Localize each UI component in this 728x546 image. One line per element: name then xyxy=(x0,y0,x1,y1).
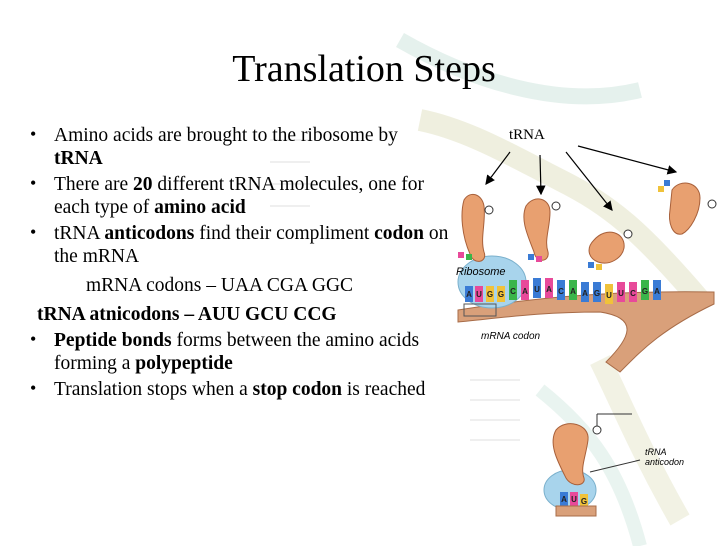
bullet-bold: tRNA xyxy=(54,148,103,169)
mrna-codon-label: mRNA codon xyxy=(481,331,541,342)
trna-molecule xyxy=(461,182,701,264)
codon-letter: U xyxy=(606,291,612,300)
bullet-glyph: • xyxy=(30,222,37,242)
bullet-item-20-trna: • There are 20 different tRNA molecules,… xyxy=(30,173,450,219)
codon-letter: G xyxy=(487,290,493,299)
lower-codon-pegs xyxy=(560,492,588,508)
codon-pegs xyxy=(465,278,661,304)
bullet-text: find their compliment xyxy=(194,223,375,244)
mrna-codon-box xyxy=(463,303,497,317)
trna-anticodons-line: tRNA atnicodons – AUU GCU CCG xyxy=(37,304,337,325)
bullet-glyph: • xyxy=(30,378,37,398)
bullet-text: forms between the amino acids forming a xyxy=(54,330,420,374)
codon-letter: C xyxy=(558,287,564,296)
codon-letter: A xyxy=(466,290,472,299)
trna-anticodon-label: tRNA anticodon xyxy=(645,447,684,467)
bullet-text: Amino acids are brought to the ribosome … xyxy=(54,125,398,146)
codon-letter: U xyxy=(571,495,577,504)
bullet-item-peptide-bonds: • Peptide bonds forms between the amino … xyxy=(30,329,450,375)
codon-letter: A xyxy=(582,289,588,298)
bullet-text: There are xyxy=(54,174,134,195)
bullet-text: tRNA xyxy=(54,223,105,244)
codon-letter: C xyxy=(510,287,516,296)
trna-molecule-lower xyxy=(552,423,589,486)
trna-anticodon-tips xyxy=(458,180,670,270)
bullet-bold: polypeptide xyxy=(135,353,233,374)
bullet-bold: anticodons xyxy=(104,223,195,244)
bullet-text: on the mRNA xyxy=(54,223,449,267)
codon-letter: G xyxy=(642,287,648,296)
trna-label-small: tRNA xyxy=(645,447,667,457)
bullet-bold: Peptide bonds xyxy=(54,330,172,351)
bullet-text: Translation stops when a xyxy=(54,379,253,400)
bullet-glyph: • xyxy=(30,173,37,193)
bullet-text: different tRNA molecules, one for each t… xyxy=(54,174,425,218)
bullet-bold: stop codon xyxy=(252,379,343,400)
codon-letter: U xyxy=(476,290,482,299)
ribosome-label: Ribosome xyxy=(456,266,506,278)
bullet-glyph: • xyxy=(30,124,37,144)
slide-title: Translation Steps xyxy=(232,48,496,90)
bullet-bold: 20 xyxy=(133,174,153,195)
trna-label: tRNA xyxy=(509,127,545,143)
codon-letter: G xyxy=(594,289,600,298)
codon-letter: G xyxy=(581,497,587,506)
mrna-codons-line: mRNA codons – UAA CGA GGC xyxy=(86,275,354,296)
codon-letter: A xyxy=(561,495,567,504)
codon-letter: G xyxy=(498,290,504,299)
bullet-glyph: • xyxy=(30,329,37,349)
bullet-bold: codon xyxy=(374,223,424,244)
trna-ends xyxy=(484,199,717,239)
bullet-bold: amino acid xyxy=(154,197,246,218)
bullet-item-stop-codon: • Translation stops when a stop codon is… xyxy=(30,378,450,401)
codon-letter: A xyxy=(522,287,528,296)
codon-letter: A xyxy=(546,285,552,294)
codon-letter: U xyxy=(534,285,540,294)
codon-letter: A xyxy=(654,287,660,296)
bullet-text: is reached xyxy=(342,379,426,400)
arrows xyxy=(485,145,678,211)
codon-letter: U xyxy=(618,289,624,298)
bullet-list: • Amino acids are brought to the ribosom… xyxy=(30,124,450,401)
anticodon-label: anticodon xyxy=(645,457,685,467)
codon-letter: A xyxy=(570,287,576,296)
bullet-item-trna-delivery: • Amino acids are brought to the ribosom… xyxy=(30,124,450,170)
bullet-item-anticodons: • tRNA anticodons find their compliment … xyxy=(30,222,450,268)
codon-letter: C xyxy=(630,289,636,298)
